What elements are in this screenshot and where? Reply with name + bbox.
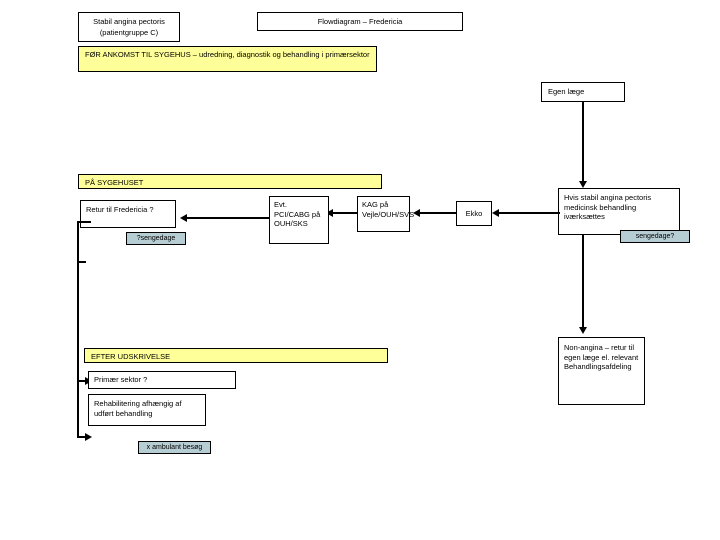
section-banner-pre-hospital: FØR ANKOMST TIL SYGEHUS – udredning, dia…: [78, 46, 377, 72]
connector-spine-to-rehabilitering: [77, 436, 88, 438]
node-egen-laege: Egen læge: [541, 82, 625, 102]
node-medical-treatment: Hvis stabil angina pectoris medicinsk be…: [558, 188, 680, 235]
section-banner-at-hospital: PÅ SYGEHUSET: [78, 174, 382, 189]
arrowhead-medicaltreat-to-ekko: [492, 209, 499, 217]
arrowhead-ekko-to-kag: [413, 209, 420, 217]
node-retur-fredericia: Retur til Fredericia ?: [80, 200, 176, 228]
connector-kag-to-pcicabg: [332, 212, 358, 214]
connector-medicaltreat-to-ekko: [498, 212, 560, 214]
connector-pcicabg-to-retur: [186, 217, 270, 219]
arrowhead-kag-to-pcicabg: [326, 209, 333, 217]
chip-ambulant-besoeg: x ambulant besøg: [138, 441, 211, 454]
node-pci-cabg: Evt. PCI/CABG på OUH/SKS: [269, 196, 329, 244]
connector-spine-tick: [77, 261, 86, 263]
node-non-angina: Non-angina – retur til egen læge el. rel…: [558, 337, 645, 405]
connector-medicaltreat-to-nonangina: [582, 235, 584, 329]
node-kag: KAG på Vejle/OUH/SVS: [357, 196, 414, 232]
arrowhead-pcicabg-to-retur: [180, 214, 187, 222]
connector-ekko-to-kag: [419, 212, 457, 214]
connector-egenlaege-to-medicaltreat: [582, 102, 584, 182]
node-primaer-sektor: Primær sektor ?: [88, 371, 236, 389]
chip-sengedage-left: ?sengedage: [126, 232, 186, 245]
arrowhead-egenlaege-to-medicaltreat: [579, 181, 587, 188]
connector-spine-to-primaersektor: [77, 380, 88, 382]
node-ekko: Ekko: [456, 201, 492, 226]
connector-retur-stub-horizontal: [77, 221, 91, 223]
node-rehabilitering: Rehabilitering afhængig af udført behand…: [88, 394, 206, 426]
chip-sengedage-right: sengedage?: [620, 230, 690, 243]
patient-group-box: Stabil angina pectoris (patientgruppe C): [78, 12, 180, 42]
arrowhead-medicaltreat-to-nonangina: [579, 327, 587, 334]
title-box: Flowdiagram – Fredericia: [257, 12, 463, 31]
section-banner-after-discharge: EFTER UDSKRIVELSE: [84, 348, 388, 363]
connector-left-spine: [77, 221, 79, 438]
arrowhead-spine-to-rehabilitering: [85, 433, 92, 441]
